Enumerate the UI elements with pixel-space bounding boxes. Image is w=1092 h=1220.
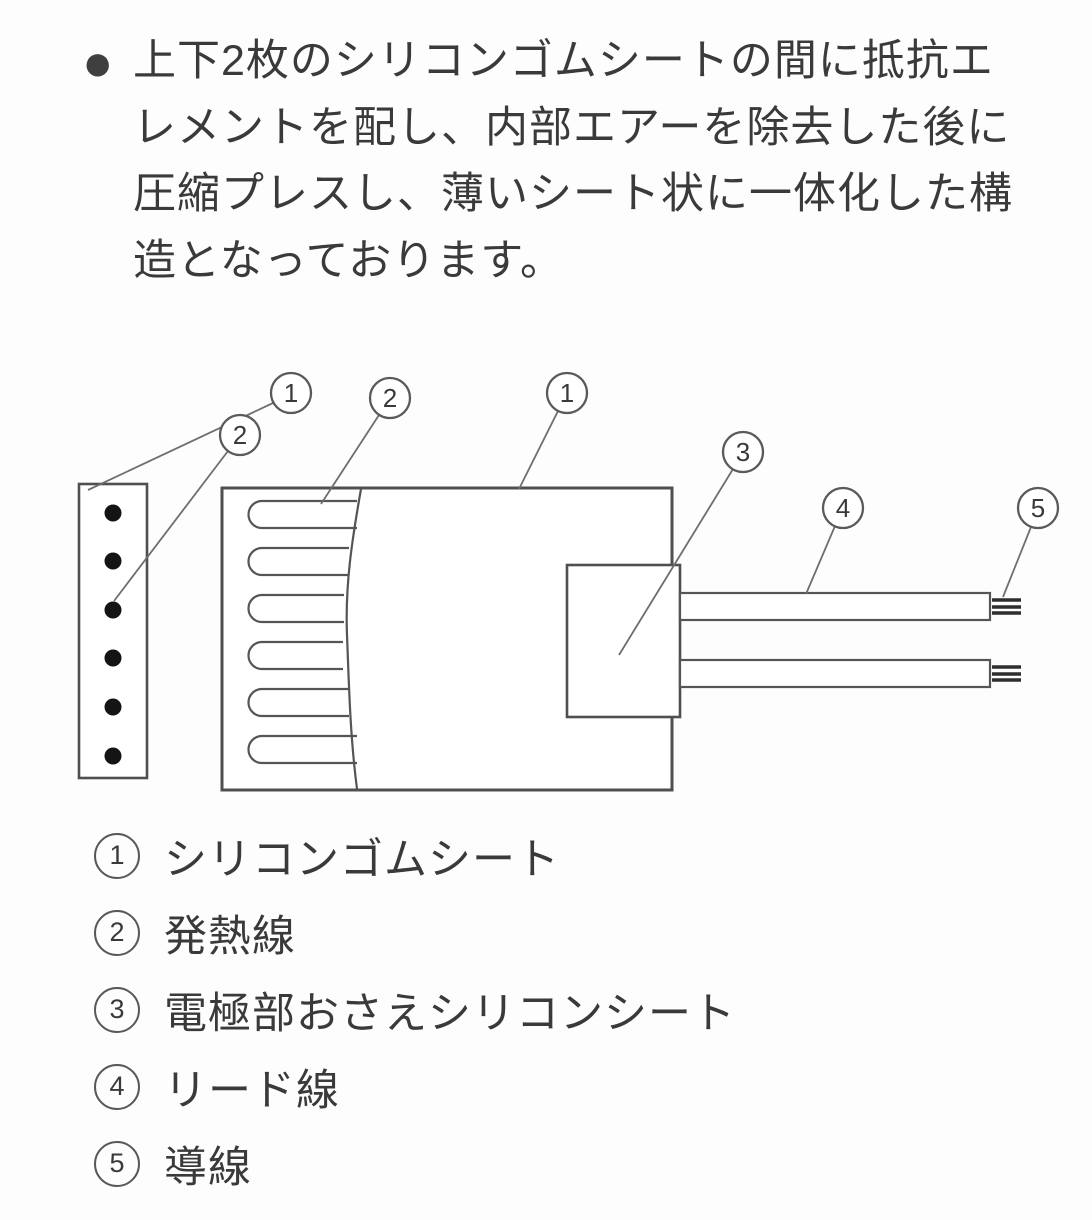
lead-wires <box>678 591 992 689</box>
intro-line: 上下2枚のシリコンゴムシートの間に抵抗エ <box>133 37 994 85</box>
legend: 1 シリコンゴムシート 2 発熱線 3 電極部おさえシリコンシート 4 リード線… <box>94 817 736 1202</box>
legend-label: 導線 <box>164 1143 252 1192</box>
legend-number-circle: 1 <box>94 832 140 879</box>
callout-4: 4 <box>821 486 865 530</box>
conductor-strands <box>992 598 1021 682</box>
callout-3: 3 <box>721 430 765 474</box>
bullet-marker: ● <box>82 34 114 92</box>
legend-label: シリコンゴムシート <box>164 835 560 884</box>
svg-text:1: 1 <box>284 378 298 408</box>
callout-5: 5 <box>1016 486 1060 530</box>
intro-text: 上下2枚のシリコンゴムシートの間に抵抗エ レメントを配し、内部エアーを除去した後… <box>133 28 1062 294</box>
svg-text:3: 3 <box>736 437 750 467</box>
legend-item-lead-wire: 4 リード線 <box>94 1048 736 1125</box>
intro-line: 圧縮プレスし、薄いシート状に一体化した構 <box>133 170 1013 218</box>
electrode-holder-sheet <box>565 563 682 719</box>
callout-2-top: 2 <box>368 376 412 420</box>
svg-text:5: 5 <box>1031 493 1045 523</box>
legend-item-conductor: 5 導線 <box>94 1125 736 1202</box>
svg-text:2: 2 <box>383 383 397 413</box>
legend-item-electrode-sheet: 3 電極部おさえシリコンシート <box>94 971 736 1048</box>
legend-number-circle: 5 <box>94 1140 140 1187</box>
legend-number-circle: 3 <box>94 986 140 1033</box>
svg-text:4: 4 <box>836 493 850 523</box>
sheet-cross-section <box>77 482 149 780</box>
intro-line: レメントを配し、内部エアーを除去した後に <box>133 103 1011 152</box>
heating-element-pattern <box>247 488 363 790</box>
intro-line: 造となっております。 <box>133 236 564 285</box>
legend-label: 発熱線 <box>164 912 296 961</box>
svg-text:1: 1 <box>560 378 574 408</box>
pattern-break-wave <box>345 488 363 790</box>
legend-number-circle: 2 <box>94 909 140 956</box>
legend-number-circle: 4 <box>94 1063 140 1110</box>
legend-item-heating-wire: 2 発熱線 <box>94 894 736 971</box>
callout-1-left: 1 <box>269 371 313 415</box>
callout-1-top: 1 <box>545 371 589 415</box>
legend-label: 電極部おさえシリコンシート <box>164 989 736 1038</box>
svg-text:2: 2 <box>233 420 247 450</box>
intro-paragraph: ● 上下2枚のシリコンゴムシートの間に抵抗エ レメントを配し、内部エアーを除去し… <box>82 28 1062 294</box>
legend-item-silicone-sheet: 1 シリコンゴムシート <box>94 817 736 894</box>
callout-2-left: 2 <box>218 413 262 457</box>
legend-label: リード線 <box>164 1066 340 1115</box>
heating-wire-dots <box>104 504 122 765</box>
